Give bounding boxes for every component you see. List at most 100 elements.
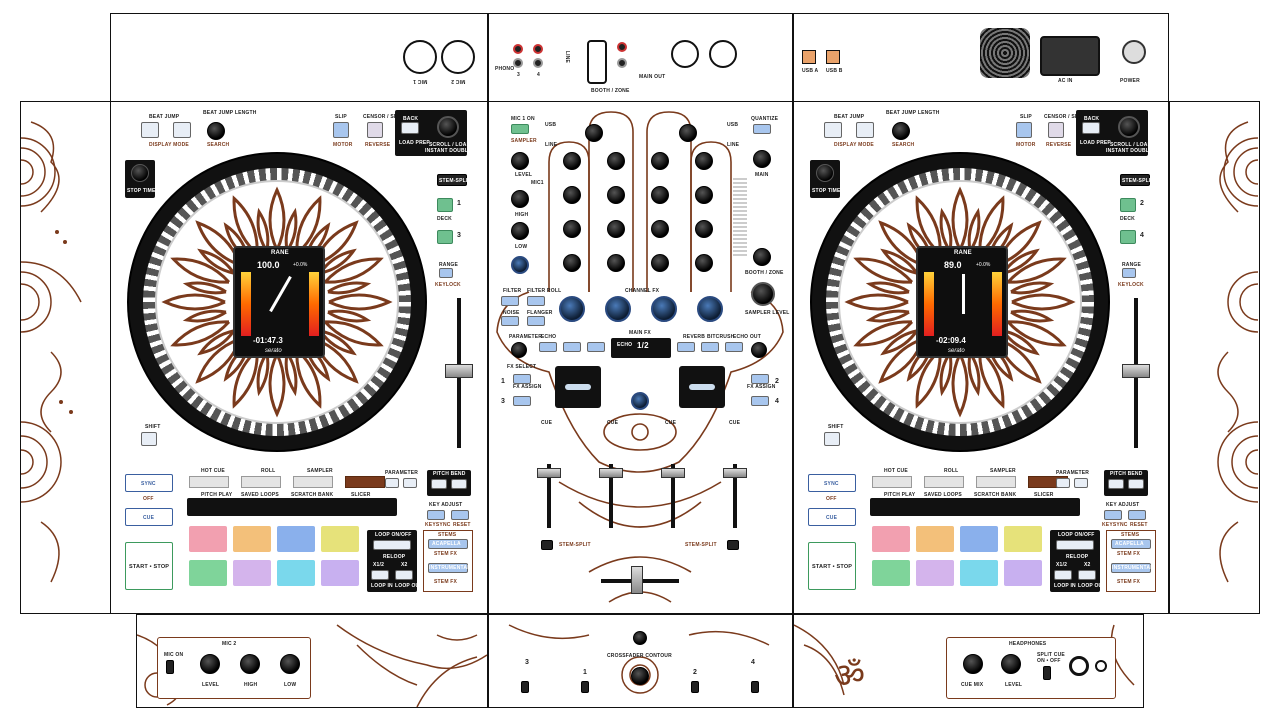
channel-fx-knob-3[interactable] xyxy=(651,296,677,322)
pitch-bend-down[interactable] xyxy=(431,479,447,489)
acapella-button-r[interactable] xyxy=(1111,539,1151,549)
pad-1-r[interactable] xyxy=(872,526,910,552)
loop-out-button-r[interactable] xyxy=(1078,570,1096,580)
stem-split-button[interactable] xyxy=(437,174,467,186)
pad-6[interactable] xyxy=(233,560,271,586)
pad-5[interactable] xyxy=(189,560,227,586)
channel-4-knob-2[interactable] xyxy=(695,186,713,204)
deck-1-button[interactable] xyxy=(437,198,453,212)
cue-mix-knob[interactable] xyxy=(963,654,983,674)
shift-button-r[interactable] xyxy=(824,432,840,446)
channel-2-knob-4[interactable] xyxy=(607,254,625,272)
deck-4-button[interactable] xyxy=(1120,230,1136,244)
channel-3-knob-2[interactable] xyxy=(651,186,669,204)
crossfader-cap[interactable] xyxy=(631,566,643,594)
fx-assign-1-button[interactable] xyxy=(513,374,531,384)
loop-out-button[interactable] xyxy=(395,570,413,580)
channel-1-knob-2[interactable] xyxy=(563,186,581,204)
source-knob-r[interactable] xyxy=(679,124,697,142)
fx-assign-3-button[interactable] xyxy=(513,396,531,406)
fx-button-6[interactable] xyxy=(725,342,743,352)
slip-button-r[interactable] xyxy=(1016,122,1032,138)
sampler-button[interactable] xyxy=(293,476,333,488)
fx-button-3[interactable] xyxy=(587,342,605,352)
fx-button-2[interactable] xyxy=(563,342,581,352)
parameter-left-button[interactable] xyxy=(385,478,399,488)
mic2-low-knob[interactable] xyxy=(280,654,300,674)
scroll-load-knob-r[interactable] xyxy=(1118,116,1140,138)
beat-jump-length-knob[interactable] xyxy=(207,122,225,140)
main-fx-knob[interactable] xyxy=(751,342,767,358)
channel-2-knob-2[interactable] xyxy=(607,186,625,204)
channel-3-knob-3[interactable] xyxy=(651,220,669,238)
main-knob[interactable] xyxy=(753,150,771,168)
keysync-button[interactable] xyxy=(427,510,445,520)
mic-on-switch[interactable] xyxy=(166,660,174,674)
back-button[interactable] xyxy=(401,122,419,134)
scroll-load-knob[interactable] xyxy=(437,116,459,138)
filter-roll-button[interactable] xyxy=(527,296,545,306)
start-stop-button-r[interactable] xyxy=(808,542,856,590)
channel-2-knob-1[interactable] xyxy=(607,152,625,170)
mic1-blue-knob[interactable] xyxy=(511,256,529,274)
pad-8-r[interactable] xyxy=(1004,560,1042,586)
pad-7-r[interactable] xyxy=(960,560,998,586)
mic1-on-button[interactable] xyxy=(511,124,529,134)
stem-split-button-ch4[interactable] xyxy=(727,540,739,550)
sampler-button-r[interactable] xyxy=(976,476,1016,488)
fx-button-5[interactable] xyxy=(701,342,719,352)
reset-button[interactable] xyxy=(451,510,469,520)
filter-button[interactable] xyxy=(501,296,519,306)
sync-button[interactable] xyxy=(125,474,173,492)
beat-jump-back-button-r[interactable] xyxy=(824,122,842,138)
pad-3[interactable] xyxy=(277,526,315,552)
platter-right[interactable]: RANE 89.0 +0.0% -02:09.4 serato xyxy=(810,152,1110,452)
parameter-right-button[interactable] xyxy=(403,478,417,488)
channel-3-knob-4[interactable] xyxy=(651,254,669,272)
reset-button-r[interactable] xyxy=(1128,510,1146,520)
parameter-left-button-r[interactable] xyxy=(1056,478,1070,488)
channel-1-knob-1[interactable] xyxy=(563,152,581,170)
line-fader-3[interactable] xyxy=(661,468,685,478)
beat-jump-forward-button[interactable] xyxy=(173,122,191,138)
fx-button-4[interactable] xyxy=(677,342,695,352)
pad-5-r[interactable] xyxy=(872,560,910,586)
loop-button[interactable] xyxy=(373,540,411,550)
channel-1-knob-4[interactable] xyxy=(563,254,581,272)
booth-knob[interactable] xyxy=(753,248,771,266)
ch2-switch[interactable] xyxy=(691,681,699,693)
source-knob-l[interactable] xyxy=(585,124,603,142)
deck-2-button[interactable] xyxy=(1120,198,1136,212)
channel-4-knob-4[interactable] xyxy=(695,254,713,272)
ch3-switch[interactable] xyxy=(521,681,529,693)
start-stop-button[interactable] xyxy=(125,542,173,590)
instrumental-button[interactable] xyxy=(428,563,468,573)
cue-button-r[interactable] xyxy=(808,508,856,526)
pitch-fader-cap[interactable] xyxy=(445,364,473,378)
range-button[interactable] xyxy=(439,268,453,278)
channel-fx-knob-1[interactable] xyxy=(559,296,585,322)
split-cue-switch[interactable] xyxy=(1043,666,1051,680)
pad-3-r[interactable] xyxy=(960,526,998,552)
parameter-knob[interactable] xyxy=(511,342,527,358)
stem-split-button-r[interactable] xyxy=(1120,174,1150,186)
ch4-switch[interactable] xyxy=(751,681,759,693)
ch1-switch[interactable] xyxy=(581,681,589,693)
line-fader-1[interactable] xyxy=(537,468,561,478)
pitch-fader-cap-r[interactable] xyxy=(1122,364,1150,378)
hot-cue-button-r[interactable] xyxy=(872,476,912,488)
stems-button[interactable] xyxy=(345,476,385,488)
channel-2-knob-3[interactable] xyxy=(607,220,625,238)
mic1-low-knob[interactable] xyxy=(511,222,529,240)
channel-4-knob-3[interactable] xyxy=(695,220,713,238)
fx-center-knob[interactable] xyxy=(631,392,649,410)
mic2-level-knob[interactable] xyxy=(200,654,220,674)
censor-button[interactable] xyxy=(367,122,383,138)
mic1-level-knob[interactable] xyxy=(511,152,529,170)
stop-time-knob[interactable] xyxy=(131,164,149,182)
fx-paddle-left[interactable] xyxy=(555,366,601,408)
line-fader-2[interactable] xyxy=(599,468,623,478)
pad-2[interactable] xyxy=(233,526,271,552)
beat-jump-forward-button-r[interactable] xyxy=(856,122,874,138)
shift-button[interactable] xyxy=(141,432,157,446)
